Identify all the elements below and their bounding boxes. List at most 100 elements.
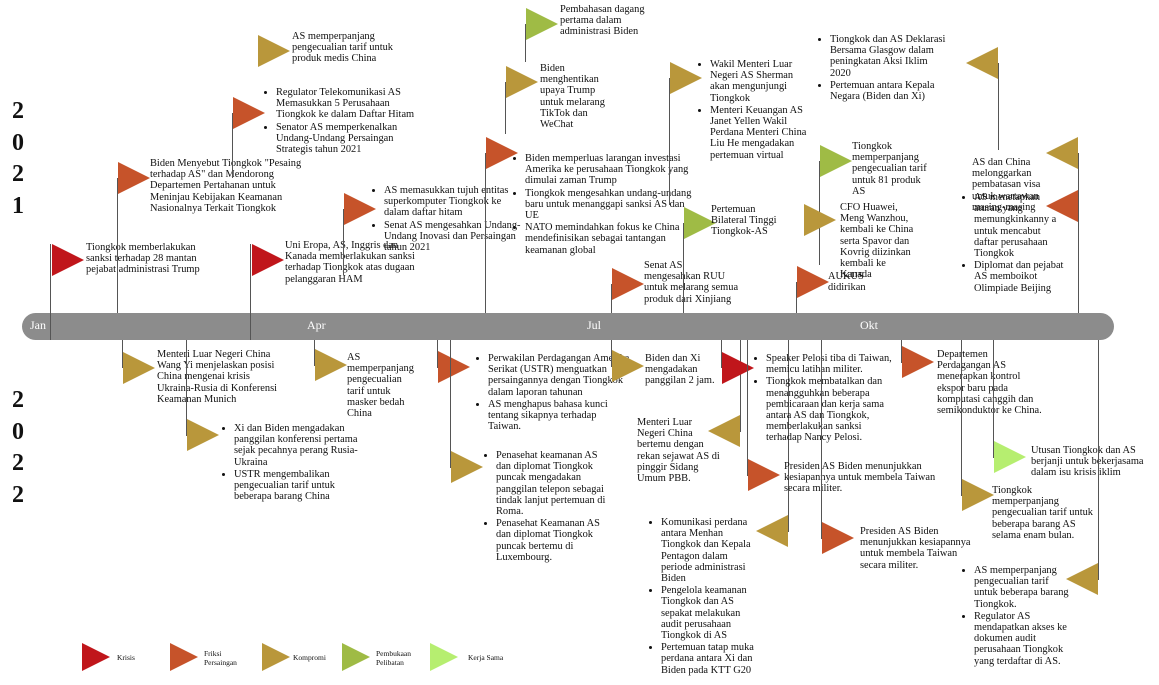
- kompromi-flag-icon: [451, 451, 483, 483]
- kompromi-flag-icon: [962, 479, 994, 511]
- flag-pole: [232, 113, 233, 178]
- kompromi-flag-icon: [966, 47, 998, 79]
- year-2021-label: 2 0 2 1: [12, 98, 24, 219]
- flag-pole: [683, 223, 684, 313]
- event-2021-event-13: Tiongkok memperpanjang pengecualian tari…: [852, 141, 927, 197]
- event-bullet: Biden memperluas larangan investasi Amer…: [525, 153, 693, 187]
- event-bullet: Xi dan Biden mengadakan panggilan konfer…: [234, 423, 360, 468]
- legend-pembukaan-flag-icon: [342, 643, 370, 671]
- event-bullet: AS memasukkan tujuh entitas superkompute…: [384, 185, 522, 219]
- event-2022-event-7: Menteri Luar Negeri China bertemu dengan…: [637, 417, 720, 485]
- friksi-flag-icon: [486, 137, 518, 169]
- flag-pole: [450, 340, 451, 468]
- friksi-flag-icon: [797, 266, 829, 298]
- legend-label-friksi: Friksi Persaingan: [204, 649, 237, 667]
- legend-friksi-flag-icon: [170, 643, 198, 671]
- flag-pole: [250, 244, 251, 340]
- event-2021-event-10: Senat AS mengesahkan RUU untuk melarang …: [644, 260, 739, 305]
- month-apr: Apr: [307, 318, 326, 332]
- flag-pole: [998, 63, 999, 150]
- event-2021-event-5: Uni Eropa, AS, Inggris dan Kanada member…: [285, 240, 415, 285]
- kompromi-flag-icon: [756, 515, 788, 547]
- event-bullet: AS menetapkan aturan yang memungkinkanny…: [974, 192, 1067, 259]
- event-bullet: Diplomat dan pejabat AS memboikot Olimpi…: [974, 260, 1067, 294]
- flag-pole: [611, 284, 612, 313]
- krisis-flag-icon: [52, 244, 84, 276]
- event-2021-event-14: CFO Huawei, Meng Wanzhou, kembali ke Chi…: [840, 202, 914, 281]
- event-bullet: Regulator Telekomunikasi AS Memasukkan 5…: [276, 87, 424, 121]
- event-bullet: Regulator AS mendapatkan akses ke dokume…: [974, 611, 1072, 667]
- flag-pole: [721, 340, 722, 368]
- legend-label-kerjasama: Kerja Sama: [468, 653, 504, 662]
- pembukaan-flag-icon: [684, 207, 716, 239]
- month-jul: Jul: [587, 318, 602, 332]
- flag-pole: [437, 340, 438, 368]
- kompromi-flag-icon: [258, 35, 290, 67]
- flag-pole: [343, 209, 344, 275]
- event-2021-event-18: AS menetapkan aturan yang memungkinkanny…: [962, 192, 1067, 295]
- event-bullet: Tiongkok membatalkan dan menangguhkan be…: [766, 376, 899, 443]
- friksi-flag-icon: [118, 162, 150, 194]
- flag-pole: [117, 178, 118, 313]
- flag-pole: [901, 340, 902, 363]
- event-bullet: NATO memindahkan fokus ke China mendefin…: [525, 222, 693, 256]
- krisis-flag-icon: [252, 244, 284, 276]
- flag-pole: [993, 340, 994, 458]
- event-2022-event-5: Penasehat keamanan AS dan diplomat Tiong…: [484, 450, 614, 564]
- pembukaan-flag-icon: [820, 145, 852, 177]
- event-2022-event-2: Xi dan Biden mengadakan panggilan konfer…: [222, 423, 360, 503]
- legend-label-krisis: Krisis: [117, 653, 135, 662]
- krisis-flag-icon: [722, 352, 754, 384]
- flag-pole: [611, 340, 612, 367]
- kompromi-flag-icon: [315, 349, 347, 381]
- event-2021-event-1: Tiongkok memberlakukan sanksi terhadap 2…: [86, 242, 200, 276]
- friksi-flag-icon: [612, 268, 644, 300]
- friksi-flag-icon: [344, 193, 376, 225]
- legend-kerjasama-flag-icon: [430, 643, 458, 671]
- event-2022-event-9: Speaker Pelosi tiba di Taiwan, memicu la…: [754, 353, 899, 445]
- flag-pole: [821, 340, 822, 539]
- event-2022-event-15: AS memperpanjang pengecualian tarif untu…: [962, 565, 1072, 668]
- friksi-flag-icon: [438, 351, 470, 383]
- kerjasama-flag-icon: [994, 441, 1026, 473]
- event-bullet: Speaker Pelosi tiba di Taiwan, memicu la…: [766, 353, 899, 375]
- event-2021-event-16: Tiongkok dan AS Deklarasi Bersama Glasgo…: [818, 34, 948, 103]
- month-okt: Okt: [860, 318, 878, 332]
- event-2022-event-3: AS memperpanjang pengecualian tarif untu…: [347, 352, 414, 420]
- event-2021-event-15: AUKUS didirikan: [828, 271, 866, 294]
- kompromi-flag-icon: [670, 62, 702, 94]
- pembukaan-flag-icon: [526, 8, 558, 40]
- event-bullet: Penasehat Keamanan AS dan diplomat Tiong…: [496, 518, 614, 563]
- event-2022-event-1: Menteri Luar Negeri China Wang Yi menjel…: [157, 349, 278, 405]
- friksi-flag-icon: [233, 97, 265, 129]
- legend-label-pembukaan: Pembukaan Pelibatan: [376, 649, 411, 667]
- event-bullet: USTR mengembalikan pengecualian tarif un…: [234, 469, 360, 503]
- timeline-axis: [22, 313, 1114, 340]
- month-jan: Jan: [30, 318, 46, 332]
- kompromi-flag-icon: [506, 66, 538, 98]
- friksi-flag-icon: [748, 459, 780, 491]
- event-bullet: Menteri Keuangan AS Janet Yellen Wakil P…: [710, 105, 813, 161]
- event-bullet: Senat AS mengesahkan Undang-Undang Inova…: [384, 220, 522, 254]
- event-bullet: Pertemuan antara Kepala Negara (Biden da…: [830, 80, 948, 102]
- event-2021-event-17: AS dan China melonggarkan pembatasan vis…: [972, 157, 1041, 213]
- year-2022-label: 2 0 2 2: [12, 387, 24, 508]
- kompromi-flag-icon: [187, 419, 219, 451]
- event-2021-event-2: Biden Menyebut Tiongkok "Pesaing terhada…: [150, 158, 302, 214]
- event-2021-event-3: Regulator Telekomunikasi AS Memasukkan 5…: [264, 87, 424, 156]
- flag-pole: [788, 340, 789, 532]
- event-bullet: AS memperpanjang pengecualian tarif untu…: [974, 565, 1072, 610]
- event-bullet: AS menghapus bahasa kunci tentang sikapn…: [488, 399, 631, 433]
- flag-pole: [525, 24, 526, 62]
- event-2022-event-14: Tiongkok memperpanjang pengecualian tari…: [992, 485, 1093, 541]
- event-2022-event-12: Departemen Perdagangan AS menerapkan kon…: [937, 349, 1042, 417]
- flag-pole: [122, 340, 123, 368]
- flag-pole: [961, 340, 962, 496]
- event-2022-event-11: Presiden AS Biden menunjukkan kesiapanny…: [860, 526, 971, 571]
- event-2021-event-7: Biden memperluas larangan investasi Amer…: [513, 153, 693, 257]
- friksi-flag-icon: [1046, 190, 1078, 222]
- event-bullet: Tiongkok dan AS Deklarasi Bersama Glasgo…: [830, 34, 948, 79]
- kompromi-flag-icon: [804, 204, 836, 236]
- flag-pole: [747, 340, 748, 476]
- event-bullet: Senator AS memperkenalkan Undang-Undang …: [276, 122, 424, 156]
